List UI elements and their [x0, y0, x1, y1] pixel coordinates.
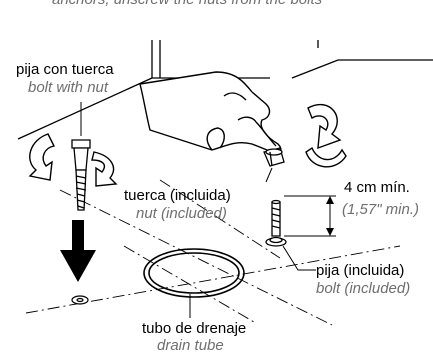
drain-tube — [143, 248, 245, 298]
nut-leader — [265, 167, 273, 183]
label-clearance-es: 4 cm mín. — [344, 179, 410, 196]
label-drain-es: tubo de drenaje — [142, 320, 247, 337]
dimension-arrow-down-icon — [326, 228, 334, 236]
label-clearance-en: (1,57" min.) — [342, 201, 420, 218]
dimension-arrow-up-icon — [326, 196, 334, 204]
hand-drawing — [139, 71, 282, 154]
label-bolt-es: pija (incluida) — [316, 262, 405, 279]
down-arrow-icon — [60, 220, 96, 282]
nut-in-hand — [263, 147, 285, 167]
label-bolt-with-nut-en: bolt with nut — [28, 79, 109, 96]
unscrew-arrow-right-icon — [305, 103, 347, 168]
unscrew-arrow-left-icon — [28, 133, 118, 187]
bolt-with-nut — [71, 139, 91, 211]
label-nut-en: nut (included) — [136, 205, 227, 222]
washer-left — [71, 295, 89, 305]
label-nut-es: tuerca (incluida) — [124, 187, 231, 204]
label-drain-en: drain tube — [157, 337, 224, 354]
top-caption: anchors, unscrew the nuts from the bolts — [52, 0, 432, 8]
label-bolt-en: bolt (included) — [316, 280, 411, 297]
center-lines — [25, 179, 401, 326]
bolt-anchored-leader — [282, 245, 316, 271]
bolt-anchored — [265, 199, 287, 247]
label-bolt-with-nut-es: pija con tuerca — [16, 61, 114, 78]
